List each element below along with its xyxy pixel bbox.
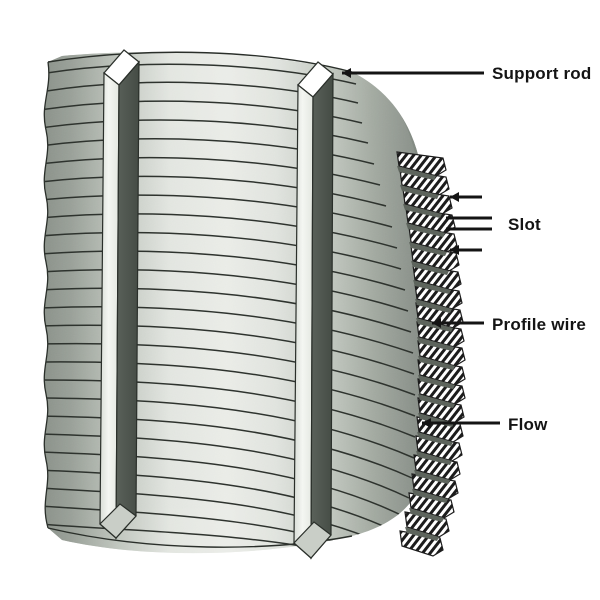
profile-wire-section — [410, 245, 460, 272]
profile-wire-shadows — [397, 166, 455, 541]
callout-support-rod: Support rod — [342, 64, 591, 83]
slot-label: Slot — [508, 215, 541, 234]
callout-flow: Flow — [422, 415, 548, 434]
support-rod-label: Support rod — [492, 64, 591, 83]
support-rod-right — [293, 61, 334, 560]
screen-cylinder — [43, 51, 425, 554]
support-rod-left — [99, 49, 140, 540]
profile-wire-section — [396, 151, 447, 177]
profile-wire-label: Profile wire — [492, 315, 586, 334]
flow-label: Flow — [508, 415, 548, 434]
cylinder-left-wavy-edge — [43, 61, 50, 529]
profile-wire-section — [402, 188, 453, 215]
callout-profile-wire: Profile wire — [432, 315, 586, 334]
support-rod-bottom-face — [293, 521, 332, 559]
profile-wire-section — [412, 264, 462, 291]
support-rod-side-face — [310, 72, 334, 560]
support-rod-bottom-face — [99, 503, 137, 539]
callout-slot: Slot — [446, 192, 541, 255]
support-rod-side-face — [115, 60, 140, 540]
profile-wire-cross-sections — [396, 151, 466, 557]
profile-wire-section — [399, 169, 450, 196]
support-rod-front-face — [293, 83, 314, 560]
